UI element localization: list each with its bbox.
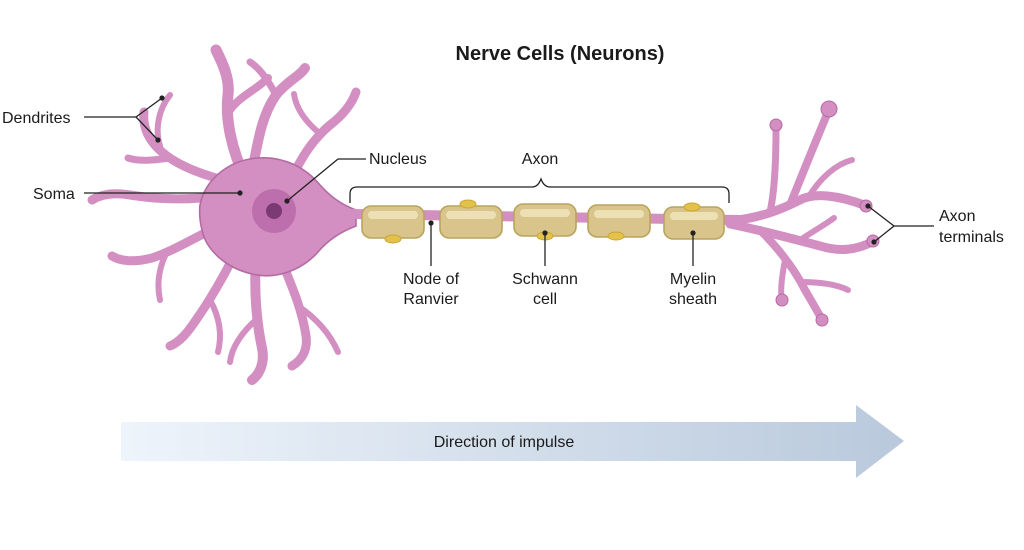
myelin-sheath-label-line1: Myelin: [670, 271, 716, 288]
nucleus-inner: [266, 203, 282, 219]
node-of-ranvier-label-line2: Ranvier: [403, 291, 459, 308]
axon-bracket: [349, 177, 730, 203]
nucleus-label: Nucleus: [369, 151, 427, 168]
dendrites-label: Dendrites: [2, 110, 70, 127]
diagram-title: Nerve Cells (Neurons): [456, 43, 665, 65]
dendrites-pointer: [84, 95, 165, 143]
nucleus-pointer: [284, 158, 366, 204]
node-of-ranvier-pointer: [428, 220, 434, 266]
axon-terminal-branches: [725, 108, 877, 324]
axon-terminals-pointer: [865, 203, 934, 245]
impulse-direction-arrow: [121, 405, 904, 478]
axon-label: Axon: [522, 151, 558, 168]
myelin-sheath-label-line2: sheath: [669, 291, 717, 308]
schwann-cell-label-line1: Schwann: [512, 271, 578, 288]
axon-terminals-label-line1: Axon: [939, 208, 975, 225]
axon-terminal-knobs: [769, 100, 880, 327]
node-of-ranvier-label-line1: Node of: [403, 271, 460, 288]
schwann-cell-nuclei: [384, 199, 701, 244]
schwann-cell-label-line2: cell: [533, 291, 557, 308]
schwann-cell-pointer: [542, 230, 548, 266]
myelin-sheath: [361, 203, 725, 240]
impulse-direction-label: Direction of impulse: [434, 434, 575, 451]
soma-label: Soma: [33, 186, 75, 203]
soma-pointer: [84, 190, 243, 196]
axon-terminals-label-line2: terminals: [939, 229, 1004, 246]
myelin-sheath-pointer: [690, 230, 696, 266]
